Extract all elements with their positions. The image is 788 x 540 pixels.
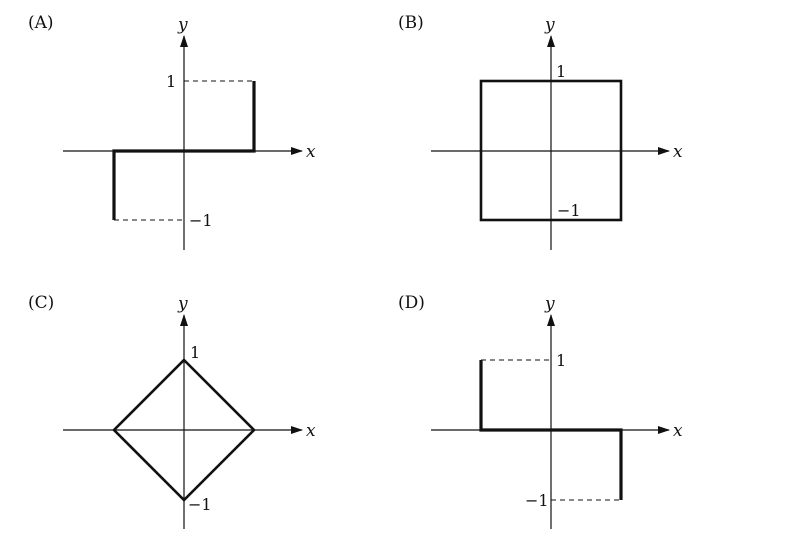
tick-neg1: −1: [189, 211, 213, 230]
diamond-curve: [112, 358, 256, 502]
tick-1: 1: [190, 343, 200, 362]
y-axis-label: y: [177, 294, 188, 314]
x-axis-label: x: [673, 142, 683, 162]
panel-c: (C) x y 1 −1: [28, 293, 316, 529]
step-curve: [112, 81, 256, 220]
x-axis-label: x: [306, 142, 316, 162]
step-curve: [479, 360, 623, 500]
tick-neg1: −1: [557, 201, 581, 220]
y-axis-label: y: [544, 294, 555, 314]
square-curve: [479, 79, 623, 222]
x-axis-label: x: [306, 421, 316, 441]
tick-neg1: −1: [525, 491, 549, 510]
panel-label: (D): [398, 293, 425, 313]
panel-a: (A) x y 1 −1: [28, 13, 316, 250]
tick-neg1: −1: [188, 495, 212, 514]
panel-label: (B): [398, 13, 424, 33]
tick-1: 1: [556, 351, 566, 370]
x-axis-label: x: [673, 421, 683, 441]
tick-1: 1: [556, 62, 566, 81]
panel-d: (D) x y 1 −1: [398, 293, 683, 529]
panel-b: (B) x y 1 −1: [398, 13, 683, 250]
panel-label: (C): [28, 293, 54, 313]
y-axis-label: y: [544, 15, 555, 35]
tick-1: 1: [166, 72, 176, 91]
panel-label: (A): [28, 13, 54, 33]
y-axis-label: y: [177, 15, 188, 35]
